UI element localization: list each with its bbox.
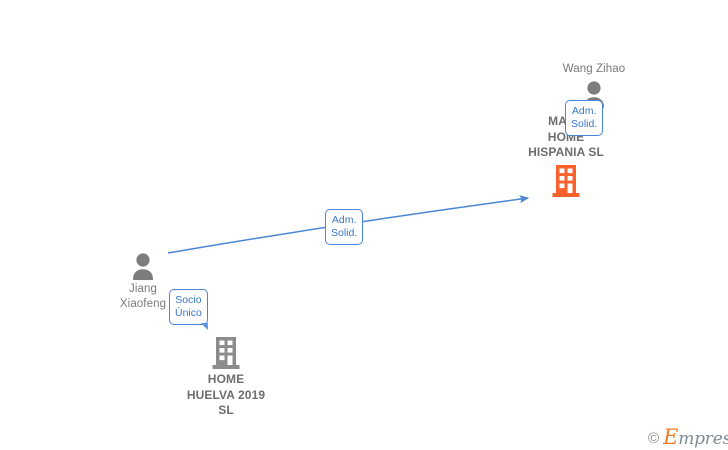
- badge-socio-unico[interactable]: Socio Único: [169, 289, 208, 330]
- label-line: HISPANIA SL: [528, 145, 604, 159]
- badge-line: Socio: [175, 294, 202, 306]
- badge-line: Único: [175, 307, 202, 319]
- node-label-home-huelva-2019-sl: HOME HUELVA 2019 SL: [187, 372, 265, 419]
- node-label-jiang-xiaofeng: Jiang Xiaofeng: [120, 282, 166, 311]
- node-jiang-xiaofeng[interactable]: Jiang Xiaofeng: [73, 252, 213, 311]
- building-icon: [551, 164, 581, 198]
- node-label-wang-zihao: Wang Zihao: [562, 63, 626, 75]
- person-icon: [130, 252, 156, 280]
- copyright-icon: ©: [648, 429, 660, 447]
- label-line: Xiaofeng: [119, 297, 167, 310]
- badge-tail-icon: [200, 323, 208, 330]
- label-line: HOME: [207, 372, 245, 386]
- badge-line: Adm.: [331, 214, 357, 226]
- label-line: SL: [218, 403, 234, 417]
- badge-adm-solid-hispania[interactable]: Adm. Solid.: [565, 100, 604, 136]
- badge-adm-solid-edge[interactable]: Adm. Solid.: [325, 209, 364, 245]
- badge-line: Solid.: [331, 227, 358, 239]
- label-line: Jiang: [128, 283, 157, 295]
- badge-line: Adm.: [571, 105, 597, 117]
- building-icon: [211, 336, 241, 370]
- watermark-empresia: © Empresia: [648, 425, 728, 449]
- badge-line: Solid.: [571, 118, 598, 130]
- label-line: HUELVA 2019: [186, 387, 266, 402]
- brand-rest: mpresia: [678, 429, 728, 449]
- brand-initial: E: [663, 425, 679, 449]
- brand-name: Empresia: [663, 425, 728, 449]
- node-home-huelva-2019-sl[interactable]: HOME HUELVA 2019 SL: [156, 336, 296, 419]
